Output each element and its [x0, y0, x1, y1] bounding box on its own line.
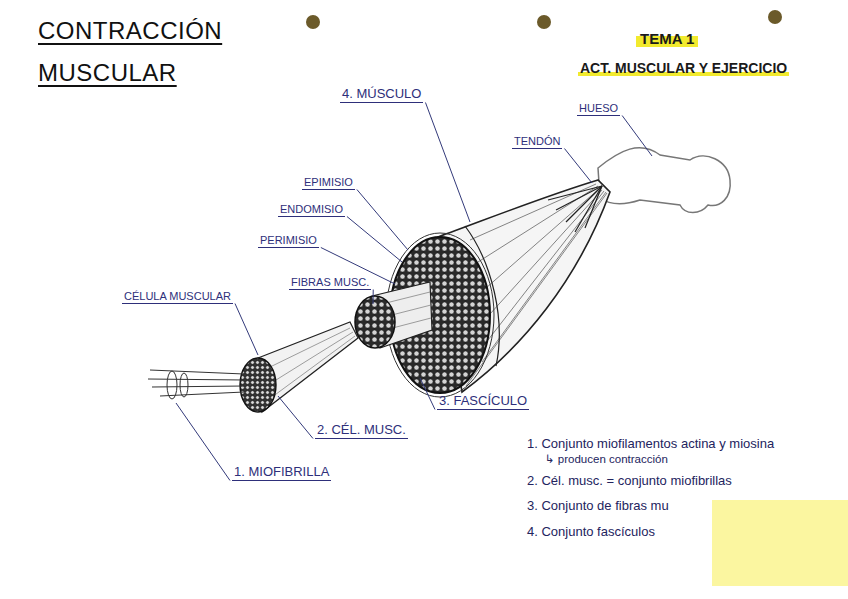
leader-line: [420, 378, 435, 410]
topic-heading: ACT. MUSCULAR Y EJERCICIO: [578, 60, 789, 76]
callout-number: 2. CÉL. MUSC.: [315, 422, 408, 439]
callout-number: 3. FASCÍCULO: [437, 393, 529, 410]
part-label: FIBRAS MUSC.: [289, 276, 371, 290]
fascicle-cross-section: [355, 296, 395, 348]
part-label: ENDOMISIO: [278, 203, 345, 217]
leader-line: [347, 217, 402, 263]
part-label: CÉLULA MUSCULAR: [122, 290, 233, 304]
topic-tag: TEMA 1: [636, 30, 698, 47]
tendon: [548, 186, 602, 232]
sticky-note: [712, 500, 848, 586]
leader-line: [425, 103, 470, 223]
myofibrils: [148, 370, 244, 399]
note-line: 2. Cél. musc. = conjunto miofibrillas: [527, 473, 732, 488]
note-line: ↳ producen contracción: [545, 452, 668, 466]
leader-line: [235, 304, 258, 356]
part-label: PERIMISIO: [258, 234, 319, 248]
punch-holes: [306, 10, 782, 29]
leader-line: [176, 403, 230, 481]
note-line: 1. Conjunto miofilamentos actina y miosi…: [527, 436, 774, 451]
leader-line: [373, 290, 374, 305]
callout-number: 1. MIOFIBRILLA: [232, 464, 331, 481]
leader-line: [622, 116, 652, 157]
punch-hole: [768, 10, 782, 24]
punch-hole: [537, 15, 551, 29]
part-label: EPIMISIO: [302, 176, 355, 190]
cell-striations: [268, 328, 355, 400]
note-line: 3. Conjunto de fibras mu: [527, 498, 669, 513]
muscle-cell-cross-section: [240, 358, 276, 412]
punch-hole: [306, 15, 320, 29]
leader-line: [278, 396, 313, 439]
part-label: 4. MÚSCULO: [340, 86, 423, 103]
page-title: CONTRACCIÓN MUSCULAR: [38, 10, 228, 94]
leader-line: [357, 190, 408, 251]
note-line: 4. Conjunto fascículos: [527, 524, 655, 539]
leader-line: [564, 149, 592, 184]
bone: [598, 148, 730, 213]
part-label: HUESO: [577, 102, 620, 116]
part-label: TENDÓN: [512, 135, 562, 149]
